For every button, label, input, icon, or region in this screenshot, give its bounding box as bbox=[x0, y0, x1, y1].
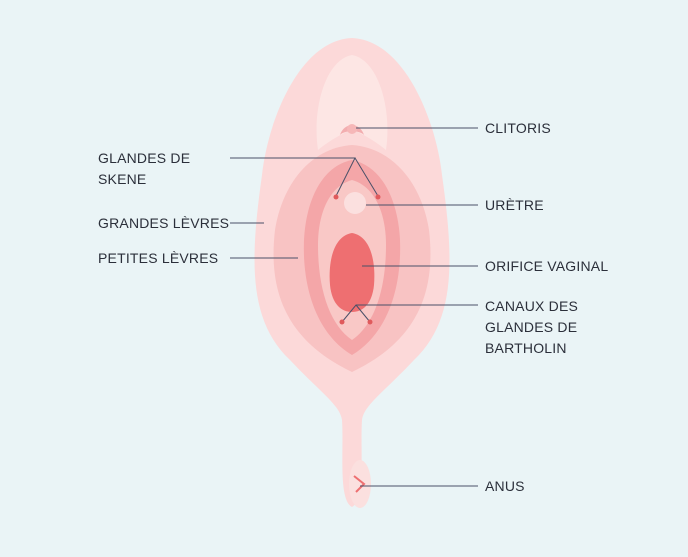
urethra-shape bbox=[344, 192, 366, 214]
leader-bartholin-branch bbox=[355, 304, 371, 323]
clitoris-shape bbox=[347, 124, 357, 134]
label-anus: ANUS bbox=[485, 478, 525, 494]
bartholin-gland-right bbox=[367, 319, 373, 325]
label-petites-levres: PETITES LÈVRES bbox=[98, 250, 219, 266]
leader-skene-branch bbox=[354, 157, 379, 197]
mons-highlight bbox=[316, 55, 388, 150]
skene-gland-left bbox=[333, 194, 339, 200]
vaginal-opening-shape bbox=[329, 233, 375, 312]
skene-gland-right bbox=[375, 194, 381, 200]
label-uretre: URÈTRE bbox=[485, 197, 544, 213]
bartholin-gland-left bbox=[339, 319, 345, 325]
anus-mark bbox=[353, 475, 366, 493]
label-glandes-skene: GLANDES DE SKENE bbox=[98, 150, 191, 187]
label-canaux-bartholin: CANAUX DES GLANDES DE BARTHOLIN bbox=[485, 298, 579, 356]
label-clitoris: CLITORIS bbox=[485, 120, 551, 136]
anus-shape bbox=[349, 460, 371, 508]
label-grandes-levres: GRANDES LÈVRES bbox=[98, 215, 230, 231]
label-orifice-vaginal: ORIFICE VAGINAL bbox=[485, 258, 609, 274]
